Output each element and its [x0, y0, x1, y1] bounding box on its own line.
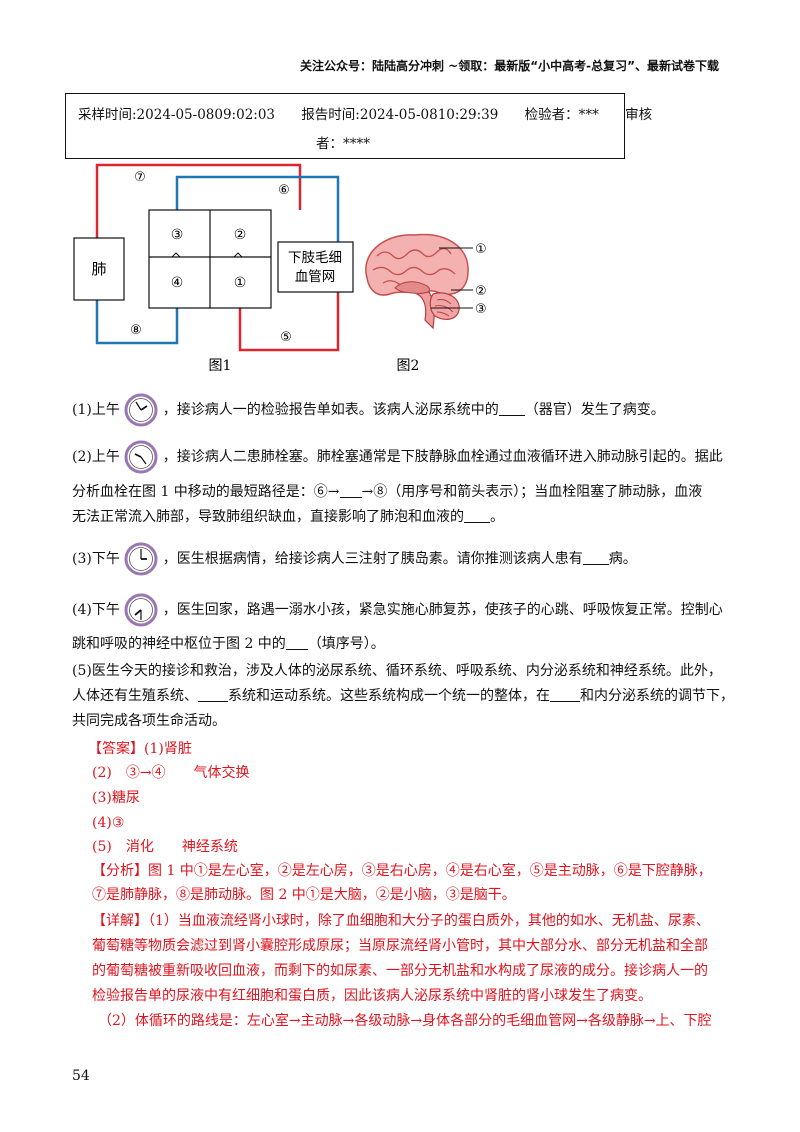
report-row-1: 采样时间:2024-05-0809:02:03 报告时间:2024-05-081…	[78, 103, 652, 123]
figure-1-circulation-diagram: 肺 ③ ② ④ ① 下肢毛细 血管网 ⑦ ⑥ ⑧ ⑤ 图1	[73, 163, 354, 374]
auditor: 审核	[625, 107, 653, 123]
detail-line-5: （2）体循环的路线是：左心室→主动脉→各级动脉→身体各部分的毛细血管网→各级静脉…	[98, 1013, 712, 1029]
vessel-label-5: ⑤	[280, 330, 292, 345]
inspector: 检验者：***	[524, 107, 599, 123]
question-2-line-2: 分析血栓在图 1 中移动的最短路径是：⑥→→⑧（用序号和箭头表示）；当血栓阻塞了…	[72, 483, 703, 500]
question-4-line-1: ，医生回家，路遇一溺水小孩，紧急实施心肺复苏，使孩子的心跳、呼吸恢复正常。控制心	[162, 602, 723, 618]
question-2-line-1: ，接诊病人二患肺栓塞。肺栓塞通常是下肢静脉血栓通过血液循环进入肺动脉引起的。据此	[162, 449, 723, 465]
figure-2-caption: 图2	[397, 358, 420, 374]
clock-icon	[124, 440, 158, 474]
answer-blank[interactable]	[582, 550, 609, 565]
question-4-line-2: 跳和呼吸的神经中枢位于图 2 中的（填序号）。	[72, 635, 385, 652]
question-1-text: ，接诊病人一的检验报告单如表。该病人泌尿系统中的	[162, 402, 499, 418]
page-header: 关注公众号：陆陆高分冲刺 ~领取：最新版“小中高考-总复习”、最新试卷下载	[300, 59, 719, 73]
answer-line-2: (2) ③→④ 气体交换	[92, 765, 250, 781]
answer-line-1: 【答案】(1)肾脏	[88, 741, 192, 757]
question-2-line-3: 无法正常流入肺部，导致肺组织缺血，直接影响了肺泡和血液的。	[72, 508, 504, 525]
lung-label: 肺	[91, 260, 106, 278]
question-4: (4)下午 ，医生回家，路遇一溺水小孩，紧急实施心肺复苏，使孩子的心跳、呼吸恢复…	[72, 593, 723, 627]
brain-label-2: ②	[475, 284, 487, 299]
clock-icon	[124, 393, 158, 427]
heart-label-3: ③	[171, 227, 184, 243]
answer-label: 【答案】	[88, 741, 144, 757]
question-5-line-3: 共同完成各项生命活动。	[72, 713, 226, 729]
vessel-8-line	[95, 300, 179, 345]
heart-label-4: ④	[171, 275, 184, 291]
lung-box	[73, 237, 125, 301]
heart-valves	[171, 252, 243, 258]
answer-line-3: (3)糖尿	[92, 790, 140, 806]
analysis-line-2: ⑦是肺静脉，⑧是肺动脉。图 2 中①是大脑，②是小脑，③是脑干。	[92, 887, 516, 903]
report-time: 报告时间:2024-05-0810:29:39	[301, 107, 499, 123]
detail-label: 【详解】	[92, 913, 148, 929]
vessel-6-line	[175, 175, 340, 242]
brain-label-1: ①	[475, 242, 487, 257]
clock-icon	[124, 593, 158, 627]
leg-capillary-box	[277, 241, 354, 293]
detail-line-1: 【详解】（1）当血液流经肾小球时，除了血细胞和大分子的蛋白质外，其他的如水、无机…	[92, 913, 710, 929]
answer-blank[interactable]	[464, 508, 490, 523]
vessel-label-8: ⑧	[130, 323, 142, 338]
question-5-line-1: (5)医生今天的接诊和救治，涉及人体的泌尿系统、循环系统、呼吸系统、内分泌系统和…	[72, 663, 722, 679]
figure-2-brain-diagram: ① ② ③ 图2	[365, 233, 487, 374]
question-1: (1)上午 ，接诊病人一的检验报告单如表。该病人泌尿系统中的（器官）发生了病变。	[72, 393, 665, 427]
auditor-value: 者：****	[316, 136, 370, 152]
heart-label-2: ②	[234, 227, 247, 243]
vessel-label-6: ⑥	[278, 183, 290, 198]
question-2: (2)上午 ，接诊病人二患肺栓塞。肺栓塞通常是下肢静脉血栓通过血液循环进入肺动脉…	[72, 440, 723, 474]
detail-line-3: 的葡萄糖被重新吸收回血液，而剩下的如尿素、一部分无机盐和水构成了尿液的成分。接诊…	[92, 963, 708, 979]
analysis-line-1: 【分析】图 1 中①是左心室，②是左心房，③是右心房，④是右心室，⑤是主动脉，⑥…	[92, 863, 712, 879]
answer-blank[interactable]	[285, 635, 308, 650]
question-5-line-2: 人体还有生殖系统、系统和运动系统。这些系统构成一个统一的整体，在和内分泌系统的调…	[72, 687, 734, 704]
detail-line-2: 葡萄糖等物质会滤过到肾小囊腔形成原尿；当原尿流经肾小管时，其中大部分水、部分无机…	[92, 938, 708, 954]
vessel-7-line	[95, 163, 302, 238]
answer-line-5: (5) 消化 神经系统	[92, 839, 238, 855]
heart-label-1: ①	[234, 275, 247, 291]
vessel-5-line	[238, 292, 340, 352]
analysis-label: 【分析】	[92, 863, 148, 879]
answer-blank[interactable]	[498, 401, 525, 416]
answer-blank[interactable]	[550, 687, 580, 702]
answer-blank[interactable]	[339, 483, 362, 498]
question-3: (3)下午 ，医生根据病情，给接诊病人三注射了胰岛素。请你推测该病人患有病。	[72, 542, 637, 576]
answer-line-4: (4)③	[92, 815, 125, 831]
leg-capillary-label-2: 血管网	[295, 269, 336, 285]
brain-label-3: ③	[475, 302, 487, 317]
answer-blank[interactable]	[198, 687, 228, 702]
leg-capillary-label-1: 下肢毛细	[288, 250, 342, 266]
sample-time: 采样时间:2024-05-0809:02:03	[78, 107, 276, 123]
page-number: 54	[72, 1068, 90, 1084]
detail-line-4: 检验报告单的尿液中有红细胞和蛋白质，因此该病人泌尿系统中肾脏的肾小球发生了病变。	[92, 988, 652, 1004]
clock-icon	[124, 542, 158, 576]
lab-report-table: 采样时间:2024-05-0809:02:03 报告时间:2024-05-081…	[65, 93, 652, 159]
vessel-label-7: ⑦	[134, 170, 146, 185]
figure-1-caption: 图1	[209, 358, 232, 374]
question-3-text: ，医生根据病情，给接诊病人三注射了胰岛素。请你推测该病人患有	[162, 551, 583, 567]
